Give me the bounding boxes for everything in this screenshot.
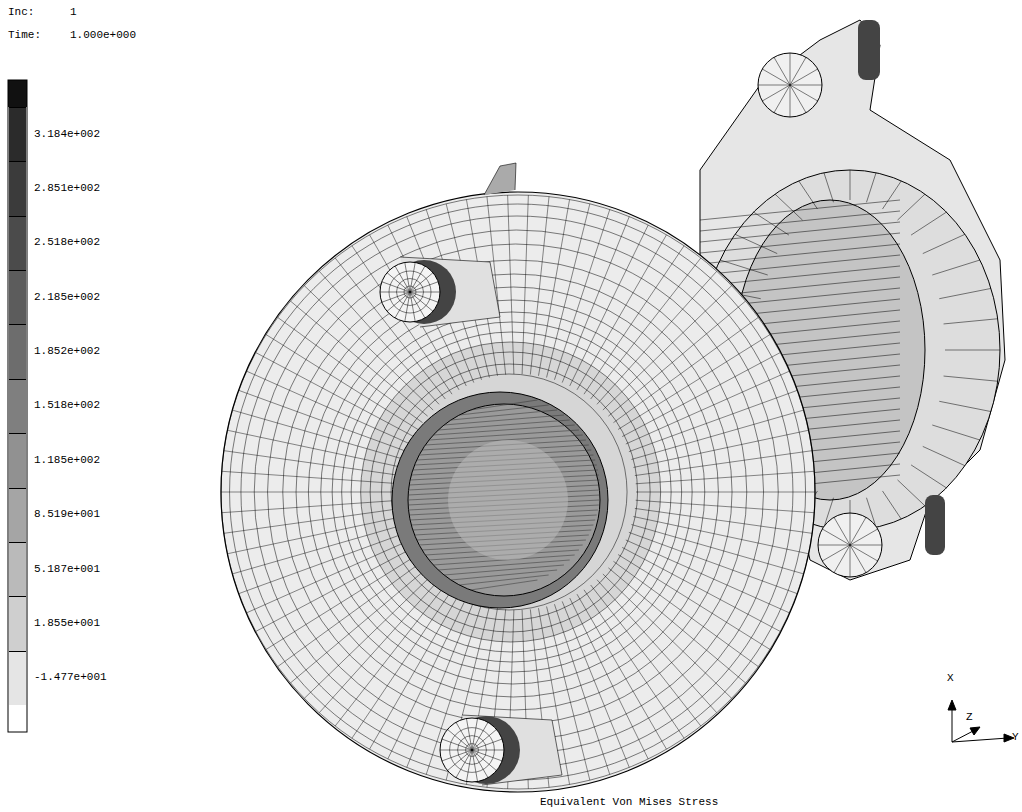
legend-top-band	[8, 80, 27, 107]
axis-label: X	[947, 673, 954, 684]
legend-swatch	[9, 379, 26, 433]
legend-swatch	[9, 216, 26, 270]
legend-swatch	[9, 488, 26, 542]
legend-value: 1.518e+002	[34, 400, 100, 411]
plot-caption: Equivalent Von Mises Stress	[540, 797, 718, 808]
legend-value: 3.184e+002	[34, 129, 100, 140]
legend-value: -1.477e+001	[34, 672, 107, 683]
increment-info: Inc:	[8, 7, 34, 18]
legend-swatch	[9, 433, 26, 487]
legend-value: 2.185e+002	[34, 292, 100, 303]
legend-value: 8.519e+001	[34, 509, 100, 520]
increment-info: Time:	[8, 30, 41, 41]
increment-info: 1	[70, 7, 77, 18]
legend-swatch	[9, 542, 26, 596]
legend-value: 2.851e+002	[34, 183, 100, 194]
axis-label: Y	[1012, 732, 1019, 743]
axis-label: Z	[966, 712, 973, 723]
legend-swatch	[9, 651, 26, 705]
legend-frame	[8, 80, 27, 732]
legend-swatch	[9, 161, 26, 215]
legend-bottom-band	[8, 705, 27, 732]
legend-value: 5.187e+001	[34, 564, 100, 575]
legend-value: 2.518e+002	[34, 237, 100, 248]
mesh	[221, 20, 1005, 792]
increment-info: 1.000e+000	[70, 30, 136, 41]
legend-swatch	[9, 107, 26, 161]
legend-value: 1.852e+002	[34, 346, 100, 357]
legend-swatch	[9, 324, 26, 378]
legend-swatch	[9, 270, 26, 324]
legend-swatch	[9, 596, 26, 650]
legend-value: 1.855e+001	[34, 618, 100, 629]
legend-value: 1.185e+002	[34, 455, 100, 466]
axis-triad	[948, 700, 1014, 742]
